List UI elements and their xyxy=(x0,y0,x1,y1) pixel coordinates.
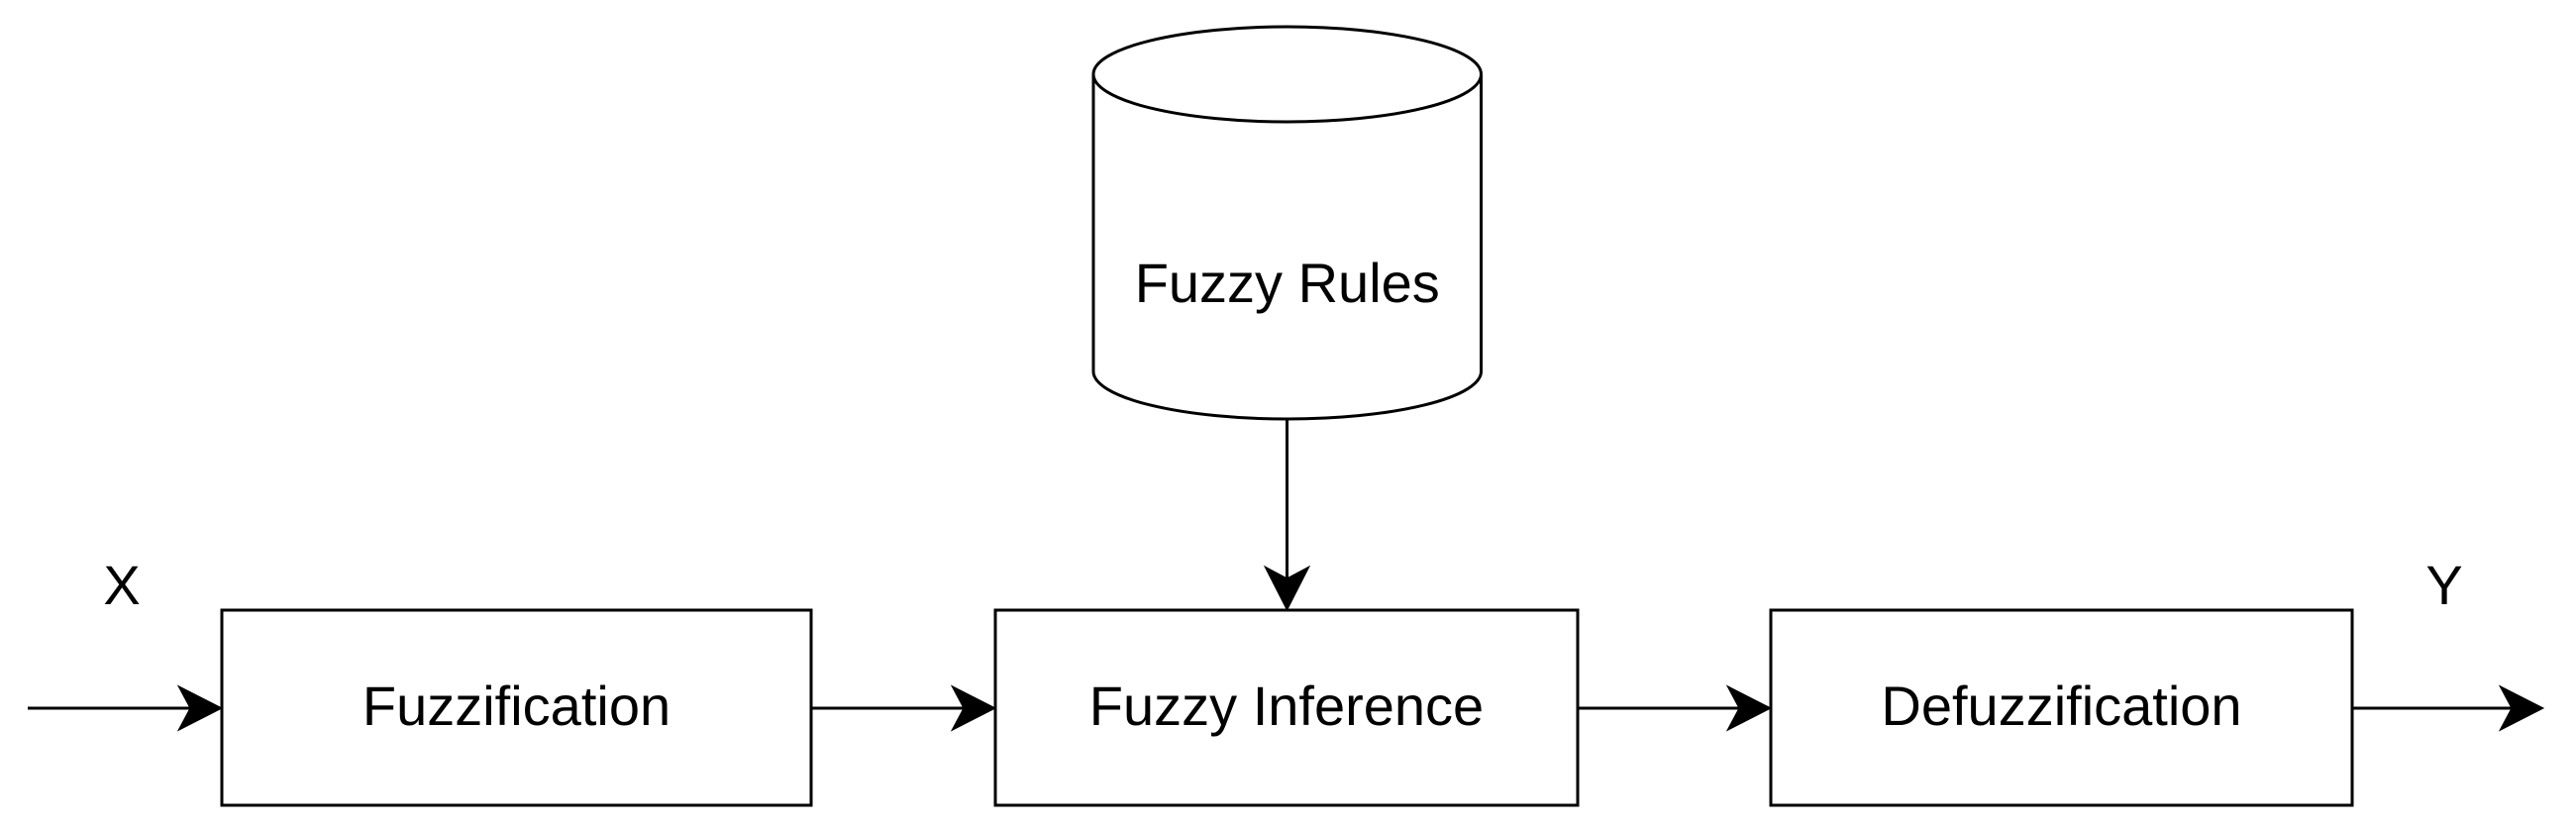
node-fuzzy-inference[interactable]: Fuzzy Inference xyxy=(993,608,1580,807)
output-label-y: Y xyxy=(2425,554,2462,616)
edge-rules-to-inference-arrowhead xyxy=(1263,565,1311,612)
edge-rules-to-inference xyxy=(1263,419,1311,612)
edge-fuzzification-to-inference-arrowhead xyxy=(950,684,997,732)
edge-output-arrowhead xyxy=(2498,684,2545,732)
node-box-fuzzy-inference xyxy=(993,608,1580,807)
cylinder-top-ellipse xyxy=(1091,25,1483,124)
node-label-fuzzy-rules: Fuzzy Rules xyxy=(1135,252,1440,314)
node-fuzzification[interactable]: Fuzzification xyxy=(220,608,813,807)
edge-defuzzification-to-output xyxy=(2352,684,2545,732)
edge-fuzzification-to-inference xyxy=(811,684,997,732)
cylinder-body-fill xyxy=(1093,74,1482,420)
node-label-defuzzification: Defuzzification xyxy=(1881,675,2241,737)
node-defuzzification[interactable]: Defuzzification xyxy=(1769,608,2354,807)
edge-inference-to-defuzzification-arrowhead xyxy=(1725,684,1773,732)
node-label-fuzzification: Fuzzification xyxy=(362,675,670,737)
edge-input-to-fuzzification xyxy=(28,684,224,732)
node-fuzzy-rules[interactable]: Fuzzy Rules xyxy=(1091,25,1483,421)
node-label-fuzzy-inference: Fuzzy Inference xyxy=(1089,675,1484,737)
input-label-x: X xyxy=(103,554,140,616)
node-box-defuzzification xyxy=(1769,608,2354,807)
edge-inference-to-defuzzification xyxy=(1578,684,1773,732)
edge-input-arrowhead xyxy=(176,684,224,732)
